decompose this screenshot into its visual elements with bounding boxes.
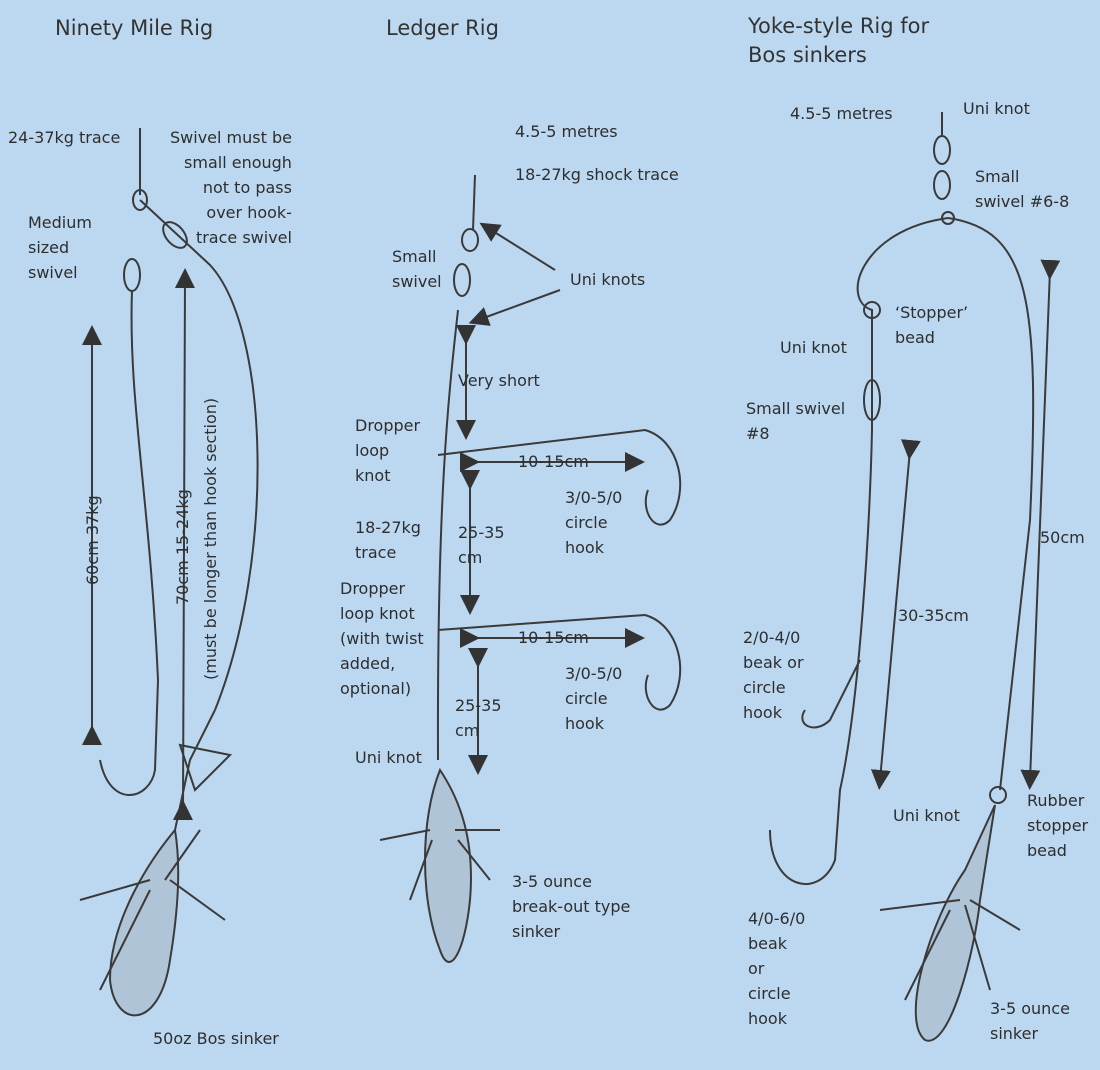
label-uni-knots: Uni knots [570, 270, 646, 289]
label-small-hook: 2/0-4/0 beak or circle hook [743, 628, 804, 722]
label-medium-swivel: Medium sized swivel [28, 213, 92, 282]
label-trace: 24-37kg trace [8, 128, 121, 147]
label-dropper-2-length: 10-15cm [518, 628, 589, 647]
ninety-mile-rig-drawing [79, 128, 259, 1017]
ledger-title: Ledger Rig [386, 16, 499, 40]
label-yoke-sinker: 3-5 ounce sinker [990, 999, 1070, 1043]
label-very-short: Very short [458, 371, 540, 390]
label-swivel-note: Swivel must be small enough not to pass … [170, 128, 292, 247]
label-big-hook: 4/0-6/0 beak or circle hook [748, 909, 806, 1028]
ninety-mile-title: Ninety Mile Rig [55, 16, 214, 40]
label-stopper-bead: ‘Stopper’ bead [895, 303, 969, 347]
label-shock-trace: 18-27kg shock trace [515, 165, 679, 184]
label-sinker-length: 70cm 15-24kg [173, 489, 192, 605]
label-ledger-sinker: 3-5 ounce break-out type sinker [512, 872, 631, 941]
yoke-rig-drawing [769, 112, 1061, 1042]
label-small-swivel-8: Small swivel #8 [746, 399, 846, 443]
label-yoke-length: 4.5-5 metres [790, 104, 893, 123]
label-yoke-uni-knot-low: Uni knot [893, 806, 960, 825]
label-50cm: 50cm [1040, 528, 1085, 547]
ledger-rig-drawing [379, 174, 682, 963]
label-hook-1: 3/0-5/0 circle hook [565, 488, 623, 557]
label-30-35cm: 30-35cm [898, 606, 969, 625]
label-small-swivel: Small swivel [392, 247, 442, 291]
label-yoke-small-swivel: Small swivel #6-8 [975, 167, 1070, 211]
label-hook-length: 60cm 37kg [83, 495, 102, 585]
label-spacing-1: 25-35 cm [458, 523, 505, 567]
label-ledger-trace: 18-27kg trace [355, 518, 421, 562]
label-yoke-uni-knot-mid: Uni knot [780, 338, 847, 357]
label-dropper-1-length: 10-15cm [518, 452, 589, 471]
label-bos-sinker: 50oz Bos sinker [153, 1029, 279, 1048]
label-spacing-2: 25-35 cm [455, 696, 502, 740]
label-rubber-stopper: Rubber stopper bead [1027, 791, 1089, 860]
label-yoke-uni-knot-top: Uni knot [963, 99, 1030, 118]
label-ledger-uni-knot: Uni knot [355, 748, 422, 767]
label-dropper-1: Dropper loop knot [355, 416, 421, 485]
label-ledger-length: 4.5-5 metres [515, 122, 618, 141]
label-hook-2: 3/0-5/0 circle hook [565, 664, 623, 733]
label-dropper-2: Dropper loop knot (with twist added, opt… [340, 579, 424, 698]
yoke-title: Yoke-style Rig for Bos sinkers [748, 14, 930, 67]
label-sinker-note: (must be longer than hook section) [201, 397, 220, 680]
